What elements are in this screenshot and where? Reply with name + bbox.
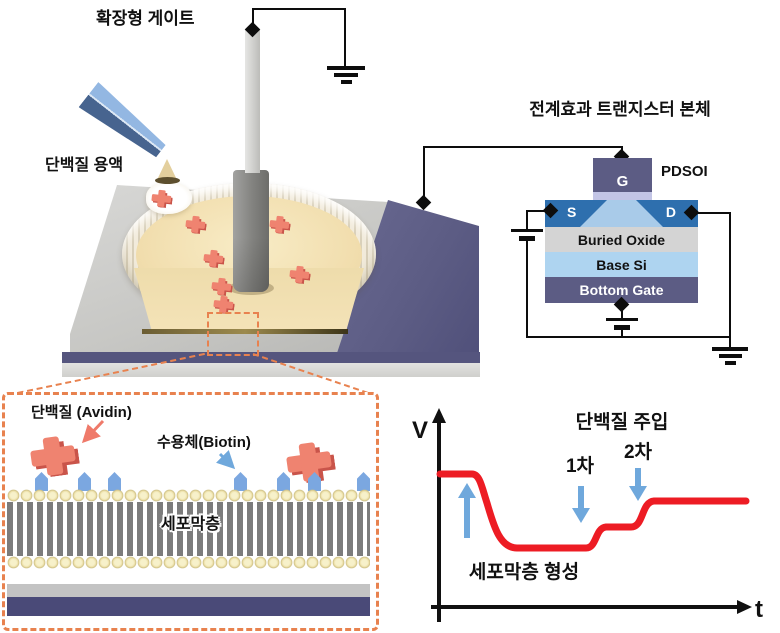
falling-droplet (157, 159, 177, 180)
formation-label: 세포막층 형성 (469, 561, 579, 583)
avidin-protein (286, 442, 333, 481)
biotin-label: 수용체(Biotin) (157, 434, 251, 451)
ground-icon (712, 347, 748, 368)
wire-segment (527, 210, 551, 212)
chip-base (62, 363, 480, 377)
membrane-label: 세포막층 (161, 516, 220, 533)
source-label: S (567, 204, 577, 220)
first-injection-arrow-head (572, 508, 590, 523)
chip-front-edge (62, 352, 480, 363)
receptor-icon (357, 472, 370, 491)
x-axis-label: t (755, 596, 763, 623)
avidin-label: 단백질 (Avidin) (31, 404, 132, 421)
wire-segment (729, 338, 731, 348)
receptor-icon (35, 472, 48, 491)
callout-box (207, 312, 259, 356)
wire-segment (526, 336, 731, 338)
receptor-icon (234, 472, 247, 491)
lipid-heads-top (7, 489, 370, 502)
biotin-arrow (216, 450, 236, 470)
droplet-ring (155, 177, 180, 184)
sensing-electrode-strip (142, 329, 348, 334)
gate-terminal: G (593, 158, 652, 192)
extended-gate-rod-upper (245, 30, 260, 173)
lipid-tails-bottom (7, 529, 370, 556)
extended-gate-label: 확장형 게이트 (96, 9, 195, 28)
receptor-icon (78, 472, 91, 491)
lipid-tails-top (7, 502, 370, 529)
y-axis-arrow (432, 408, 446, 423)
wire-segment (729, 212, 731, 338)
pdsoi-label: PDSOI (661, 163, 708, 180)
fet-title: 전계효과 트랜지스터 본체 (529, 100, 711, 119)
gate-oxide-layer (593, 192, 652, 201)
inset-oxide-strip (7, 584, 370, 597)
first-label: 1차 (566, 455, 595, 477)
protein-solution-label: 단백질 용액 (45, 157, 124, 174)
wire-segment (423, 146, 425, 203)
receptor-icon (108, 472, 121, 491)
wire-segment (526, 210, 528, 229)
wire-segment (692, 212, 731, 214)
battery-icon (519, 236, 535, 241)
avidin-protein (30, 436, 77, 475)
extended-gate-rod-lower (233, 170, 269, 292)
voltage-curve (436, 470, 750, 552)
receptor-icon (308, 472, 321, 491)
buried-oxide-layer: Buried Oxide (545, 227, 698, 252)
battery-icon (606, 318, 638, 321)
membrane-inset: 단백질 (Avidin) 수용체(Biotin) 세포 (2, 392, 379, 631)
base-si-layer: Base Si (545, 252, 698, 277)
avidin-arrow (81, 419, 105, 444)
connector-diamond (415, 194, 432, 211)
injection-label: 단백질 주입 (576, 411, 669, 433)
second-injection-arrow-head (629, 486, 647, 501)
wire-segment (526, 241, 528, 338)
wire-segment (621, 305, 623, 318)
drain-label: D (665, 204, 676, 220)
formation-arrow-head (458, 483, 476, 498)
response-graph: V t 단백질 주입 1차 2차 세포막층 형성 (412, 408, 763, 623)
battery-icon (511, 229, 543, 232)
device-body-layer: S D (545, 200, 698, 227)
receptor-icon (277, 472, 290, 491)
inset-gate-strip (7, 597, 370, 616)
ground-icon (327, 66, 365, 87)
gate-label: G (616, 173, 629, 190)
wire-segment (252, 8, 254, 28)
y-axis-label: V (412, 417, 428, 444)
battery-icon (614, 325, 630, 330)
lipid-heads-bottom (7, 556, 370, 569)
wire-segment (423, 146, 623, 148)
wire-segment (252, 8, 346, 10)
x-axis-arrow (737, 600, 752, 614)
wire-segment (344, 8, 346, 66)
wire-segment (621, 330, 623, 338)
inset-arrows (81, 419, 236, 470)
second-label: 2차 (624, 441, 653, 463)
